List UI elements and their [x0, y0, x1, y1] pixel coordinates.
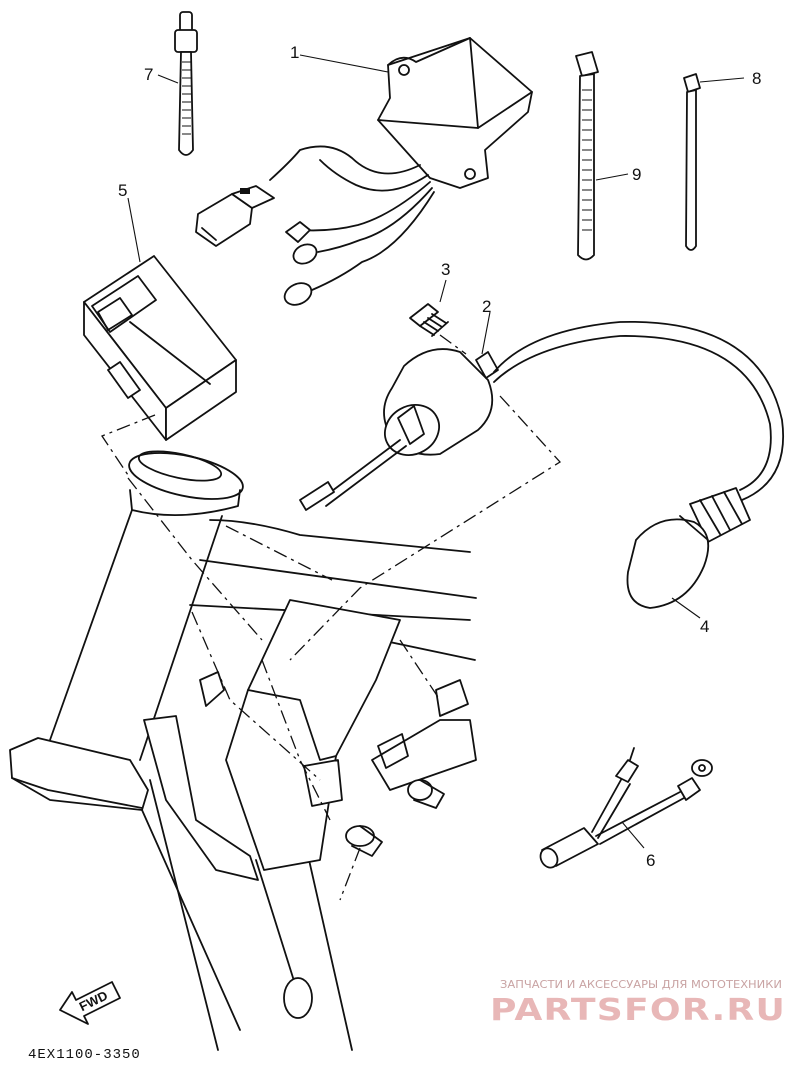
callout-1: 1	[290, 43, 299, 62]
callout-2: 2	[482, 297, 491, 316]
part-4-plug-cap[interactable]	[626, 487, 751, 609]
part-1-cdi-unit[interactable]	[269, 37, 533, 291]
part-3-screw[interactable]	[409, 303, 449, 337]
part-9-cable-tie[interactable]	[575, 51, 599, 261]
fwd-arrow-icon	[59, 981, 121, 1025]
callout-9: 9	[632, 165, 641, 184]
drawing-code: 4EX1100-3350	[28, 1047, 141, 1063]
part-6-sub-harness[interactable]	[537, 747, 713, 871]
callout-7: 7	[144, 65, 153, 84]
watermark-logo: PARTSFOR.RU	[490, 993, 786, 1028]
frame-main	[141, 519, 477, 1051]
part-2-ht-lead	[493, 321, 784, 501]
assembly-lines	[127, 395, 562, 901]
part-7-cable-tie[interactable]	[174, 11, 198, 156]
callout-4: 4	[700, 617, 709, 636]
callout-6: 6	[646, 851, 655, 870]
cdi-terminals	[283, 221, 318, 306]
callout-3: 3	[441, 260, 450, 279]
watermark-tagline: ЗАПЧАСТИ И АКСЕССУАРЫ ДЛЯ МОТОТЕХНИКИ	[500, 978, 782, 991]
part-2-ignition-coil[interactable]	[299, 348, 499, 511]
part-8-cable-tie[interactable]	[683, 73, 701, 251]
frame-head-pipe	[9, 450, 244, 811]
callout-8: 8	[752, 69, 761, 88]
part-5-relay-box[interactable]	[83, 255, 237, 441]
cdi-connector	[195, 185, 275, 247]
callout-5: 5	[118, 181, 127, 200]
